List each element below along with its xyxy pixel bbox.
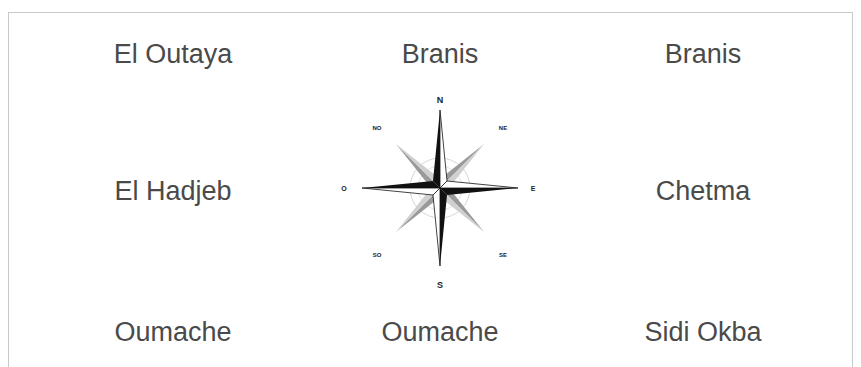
neighbour-name: Branis bbox=[402, 40, 479, 70]
compass-letter: NO bbox=[373, 125, 382, 132]
neighbour-name: Oumache bbox=[114, 318, 231, 348]
neighbour-name: El Hadjeb bbox=[114, 177, 231, 207]
neighbour-name: Branis bbox=[665, 40, 742, 70]
compass-letter: O bbox=[341, 185, 346, 193]
neighbour-name: El Outaya bbox=[114, 40, 233, 70]
compass-letter: SE bbox=[499, 252, 507, 259]
neighbour-name: Sidi Okba bbox=[644, 318, 761, 348]
neighbour-name: Chetma bbox=[656, 177, 751, 207]
compass-letter: NE bbox=[499, 125, 507, 132]
neighbour-name: Oumache bbox=[381, 318, 498, 348]
compass-letter: N bbox=[437, 96, 444, 106]
compass-letter: E bbox=[531, 185, 536, 193]
compass-letter: SO bbox=[373, 252, 382, 259]
compass-letter: S bbox=[437, 281, 443, 291]
